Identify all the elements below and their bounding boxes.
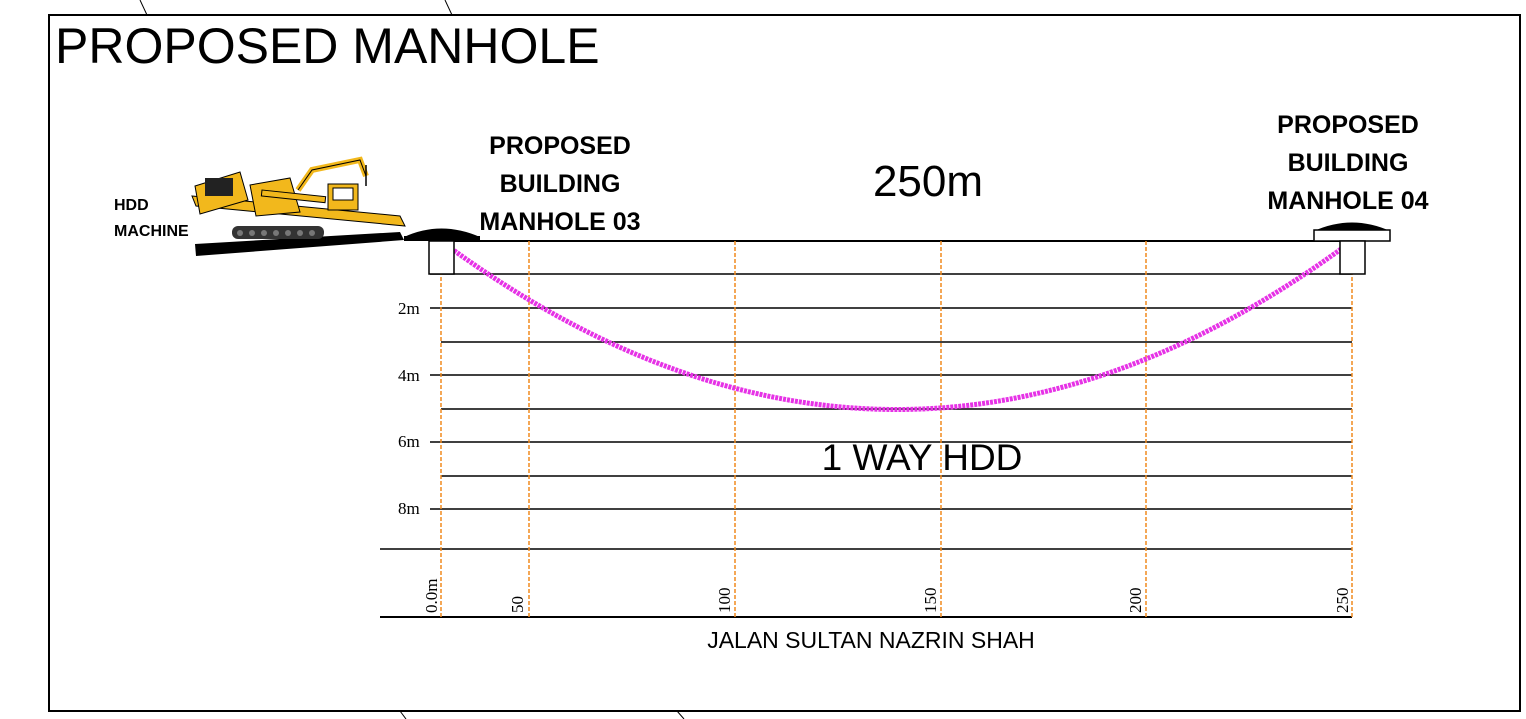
manhole-03-label-line2: BUILDING bbox=[500, 170, 621, 198]
chainage-lines bbox=[440, 241, 1353, 617]
manhole-03-label-line1: PROPOSED bbox=[489, 132, 631, 160]
chainage-label-0: 0.0m bbox=[422, 579, 441, 613]
depth-label-2m: 2m bbox=[398, 299, 420, 318]
chainage-label-250: 250 bbox=[1333, 588, 1352, 614]
hdd-machine-icon bbox=[191, 156, 406, 256]
drawing-title: PROPOSED MANHOLE bbox=[55, 18, 600, 74]
machine-cab-window bbox=[332, 187, 354, 201]
frame-tick bbox=[676, 710, 685, 719]
chainage-labels: 0.0m 50 100 150 200 250 bbox=[422, 579, 1352, 613]
depth-label-6m: 6m bbox=[398, 432, 420, 451]
machine-ramp bbox=[195, 232, 404, 256]
manhole-03-chamber bbox=[428, 240, 455, 275]
depth-label-8m: 8m bbox=[398, 499, 420, 518]
frame-tick bbox=[139, 0, 148, 16]
chainage-label-100: 100 bbox=[715, 588, 734, 614]
hdd-bore-path bbox=[439, 238, 1354, 412]
road-name-label: JALAN SULTAN NAZRIN SHAH bbox=[707, 627, 1035, 653]
span-length-label: 250m bbox=[873, 157, 983, 206]
machine-crane-outline bbox=[297, 159, 367, 191]
manhole-03 bbox=[404, 228, 480, 275]
chainage-label-200: 200 bbox=[1126, 588, 1145, 614]
manhole-04-cover bbox=[1314, 222, 1390, 231]
manhole-04-label-line3: MANHOLE 04 bbox=[1267, 187, 1428, 215]
chainage-label-50: 50 bbox=[508, 596, 527, 613]
bore-label: 1 WAY HDD bbox=[822, 437, 1023, 478]
chainage-label-150: 150 bbox=[921, 588, 940, 614]
manhole-04-chamber bbox=[1339, 240, 1366, 275]
depth-labels: 2m 4m 6m 8m bbox=[398, 299, 420, 518]
machine-label-line2: MACHINE bbox=[114, 223, 189, 240]
frame-tick bbox=[444, 0, 453, 16]
depth-label-4m: 4m bbox=[398, 366, 420, 385]
machine-label-line1: HDD bbox=[114, 197, 149, 214]
manhole-03-cover bbox=[404, 228, 480, 237]
frame-tick bbox=[399, 710, 407, 719]
manhole-04-label-line2: BUILDING bbox=[1288, 149, 1409, 177]
manhole-03-label-line3: MANHOLE 03 bbox=[479, 208, 640, 236]
drawing-frame bbox=[48, 14, 1521, 712]
machine-engine-detail bbox=[205, 178, 233, 196]
machine-rods bbox=[260, 189, 327, 204]
manhole-04-label-line1: PROPOSED bbox=[1277, 111, 1419, 139]
depth-grid bbox=[380, 273, 1352, 618]
manhole-04-slab bbox=[1313, 229, 1391, 242]
manhole-03-slab bbox=[404, 236, 480, 241]
manhole-04 bbox=[1313, 222, 1391, 275]
